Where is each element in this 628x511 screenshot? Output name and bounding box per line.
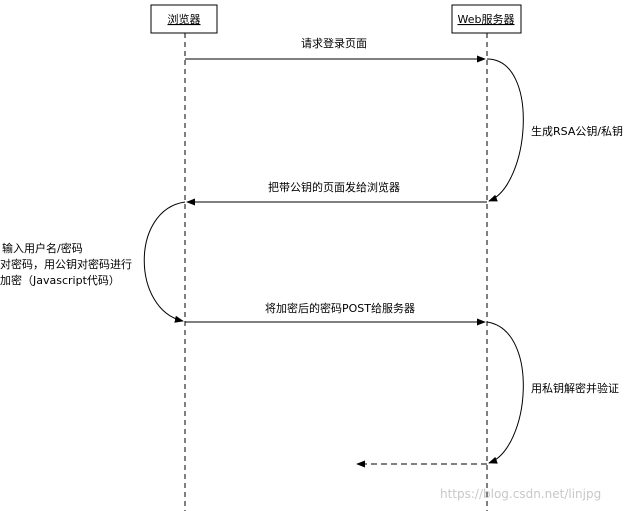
watermark-text: https://blog.csdn.net/linjpg	[440, 487, 601, 501]
message-label-decrypt-verify: 用私钥解密并验证	[531, 381, 619, 395]
participant-server: Web服务器	[451, 4, 522, 34]
message-label-encrypt-line-3: 加密（Javascript代码）	[0, 273, 120, 287]
message-label-post-password: 将加密后的密码POST给服务器	[265, 301, 415, 315]
self-call-encrypt-password	[143, 201, 186, 323]
message-label-generate-keys: 生成RSA公钥/私钥	[531, 124, 623, 138]
participant-browser-label: 浏览器	[168, 12, 201, 26]
participant-browser: 浏览器	[150, 4, 218, 34]
participant-server-label: Web服务器	[458, 13, 515, 26]
self-call-decrypt-verify	[486, 321, 524, 464]
message-label-request-login: 请求登录页面	[301, 36, 367, 50]
message-label-encrypt-line-2: 对密码，用公钥对密码进行	[0, 257, 132, 271]
self-call-generate-keys	[486, 58, 524, 202]
message-label-send-page: 把带公钥的页面发给浏览器	[268, 180, 400, 194]
message-label-encrypt-line-1: 输入用户名/密码	[2, 241, 83, 255]
